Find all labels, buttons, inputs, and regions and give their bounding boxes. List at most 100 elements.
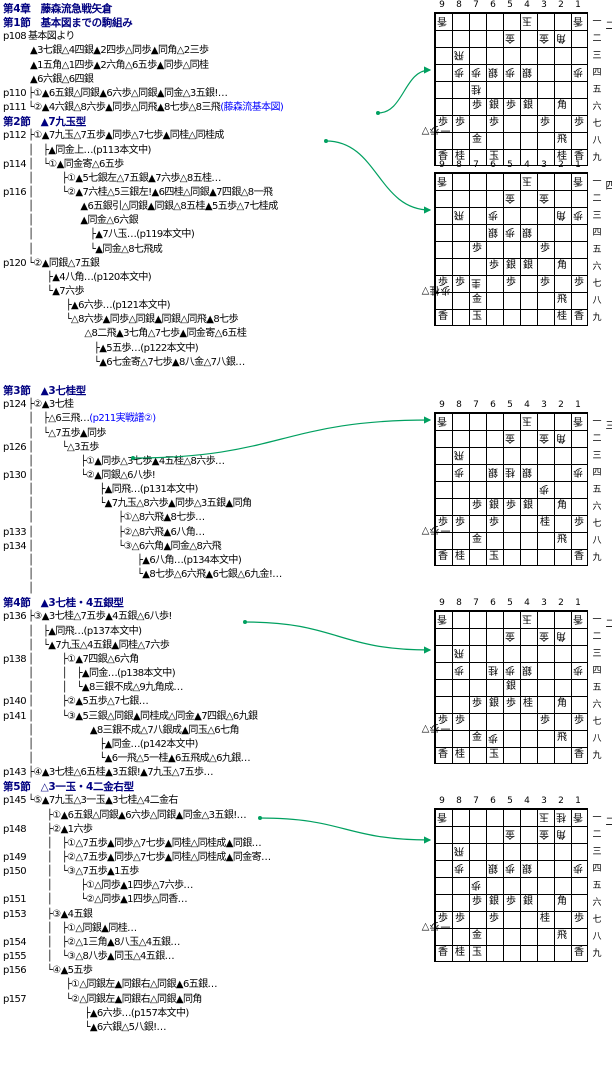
page-ref: p116: [3, 186, 27, 198]
file-number: 5: [507, 796, 513, 806]
shogi-piece: 玉: [472, 311, 482, 322]
file-number: 8: [456, 0, 462, 10]
move-text: │ ├①▲7四銀△6六角: [28, 653, 139, 665]
move-text: ├①▲7九玉△7五歩▲同歩△7七歩▲同桂△同桂成: [28, 130, 224, 142]
move-text: │ └③△6六角▲同金△8六飛: [28, 540, 222, 552]
shogi-piece: 銀: [523, 260, 533, 271]
page-ref: p112: [3, 130, 27, 142]
connector-dot: [258, 816, 262, 820]
page-ref: p124: [3, 399, 27, 411]
move-text: │ └▲6一飛△5一桂▲6五飛成△6九銀…: [28, 752, 251, 764]
shogi-piece: 歩: [438, 913, 448, 924]
board-grid: [434, 412, 588, 566]
file-number: 7: [473, 160, 479, 170]
connector-dot: [243, 620, 247, 624]
rank-number: 五: [592, 85, 602, 95]
shogi-piece: 玉: [489, 151, 499, 162]
move-text: │ ├▲同金上…(p113本文中): [28, 144, 151, 156]
page-ref: p111: [3, 102, 27, 114]
shogi-piece: 桂: [455, 749, 465, 760]
rank-number: 一: [592, 813, 602, 823]
page-ref: p148: [3, 823, 27, 835]
page-ref: p120: [3, 257, 27, 269]
shogi-piece: 歩: [506, 896, 516, 907]
shogi-piece: 歩: [506, 698, 516, 709]
shogi-piece: 玉: [489, 551, 499, 562]
rank-number: 八: [592, 296, 602, 306]
move-text: ├①▲6五銀△同銀▲6六歩△同銀▲同金△3五銀!…: [28, 87, 228, 99]
move-text: △8二飛▲3七角△7七歩▲同金寄△6五桂: [28, 328, 247, 340]
file-number: 3: [541, 796, 547, 806]
shogi-piece: 銀: [489, 100, 499, 111]
file-number: 6: [490, 400, 496, 410]
file-number: 8: [456, 796, 462, 806]
move-text: ├③▲4五銀: [28, 908, 93, 920]
board-grid: [434, 610, 588, 764]
shogi-piece: 香: [438, 551, 448, 562]
shogi-piece: 桂: [455, 551, 465, 562]
shogi-piece: 香: [574, 947, 584, 958]
file-number: 2: [558, 598, 564, 608]
rank-number: 三: [592, 847, 602, 857]
shogi-piece: 角: [557, 896, 567, 907]
shogi-piece: 玉: [489, 749, 499, 760]
rank-number: 二: [592, 632, 602, 642]
move-text: ▲6六銀△6四銀: [30, 73, 94, 85]
file-number: 2: [558, 160, 564, 170]
shogi-piece: 飛: [557, 294, 567, 305]
rank-number: 五: [592, 485, 602, 495]
reference-link[interactable]: (p211実戦譜②): [89, 413, 156, 425]
file-number: 6: [490, 796, 496, 806]
shogi-piece: 香: [574, 551, 584, 562]
move-text: │ └②▲同銀△6八歩!: [28, 469, 156, 481]
shogi-piece: 歩: [438, 715, 448, 726]
shogi-piece: 歩: [455, 517, 465, 528]
connector-arrow: [259, 817, 432, 844]
shogi-piece: 歩: [472, 243, 482, 254]
file-number: 9: [439, 598, 445, 608]
shogi-piece: 銀: [506, 260, 516, 271]
shogi-piece: 桂: [455, 947, 465, 958]
move-text: │ └▲7九玉△8六歩▲同歩△3五銀▲同角: [28, 498, 252, 510]
file-number: 7: [473, 796, 479, 806]
file-number: 7: [473, 598, 479, 608]
move-text: │ ├①▲5七銀左△7五銀▲7六歩△8五桂…: [28, 172, 221, 184]
move-text: ├▲6六歩…(p157本文中): [28, 1007, 189, 1019]
shogi-piece: 歩: [455, 277, 465, 288]
file-number: 4: [524, 796, 530, 806]
rank-number: 九: [592, 751, 602, 761]
move-text: │ └①▲同金寄△6五歩: [28, 158, 124, 170]
file-number: 3: [541, 0, 547, 10]
rank-number: 七: [592, 119, 602, 129]
shogi-piece: 飛: [557, 930, 567, 941]
page-ref: p141: [3, 710, 27, 722]
file-number: 5: [507, 160, 513, 170]
move-text: │ ├▲7八玉…(p119本文中): [28, 229, 195, 241]
shogi-piece: 角: [557, 500, 567, 511]
shogi-piece: 歩: [540, 117, 550, 128]
shogi-piece: 桂: [557, 151, 567, 162]
page-ref: p130: [3, 469, 27, 481]
page-ref: p155: [3, 951, 27, 963]
move-text: │ ├①△8六飛▲8七歩…: [28, 512, 205, 524]
heading-text: 第1節 基本図までの駒組み: [3, 17, 133, 30]
rank-number: 九: [592, 553, 602, 563]
shogi-piece: 香: [438, 151, 448, 162]
file-number: 4: [524, 0, 530, 10]
rank-number: 七: [592, 279, 602, 289]
reference-link[interactable]: (藤森流基本図): [220, 102, 284, 114]
file-number: 8: [456, 598, 462, 608]
shogi-piece: 歩: [489, 260, 499, 271]
rank-number: 五: [592, 683, 602, 693]
file-number: 3: [541, 400, 547, 410]
move-text: ▲1五角△1四歩▲2六角△6五歩▲同歩△同桂: [30, 59, 209, 71]
file-number: 5: [507, 0, 513, 10]
rank-number: 八: [592, 536, 602, 546]
heading-text: 第3節 ▲3七桂型: [3, 385, 86, 398]
heading-text: 第4節 ▲3七桂・4五銀型: [3, 597, 124, 610]
file-number: 8: [456, 160, 462, 170]
page-ref: p145: [3, 795, 27, 807]
move-text: │ ├▲同飛…(p131本文中): [28, 484, 198, 496]
rank-number: 一: [592, 177, 602, 187]
shogi-piece: 金: [472, 930, 482, 941]
